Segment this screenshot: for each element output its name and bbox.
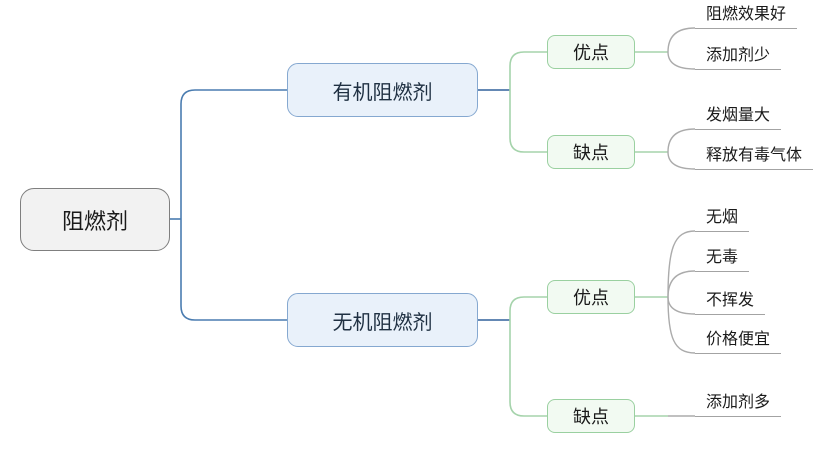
connector-leaf-8 <box>667 296 696 354</box>
leaf-node-good-flame-retardance[interactable]: 阻燃效果好 <box>695 2 798 29</box>
leaf-node-nontoxic[interactable]: 无毒 <box>695 245 750 272</box>
connector-root-branch1 <box>180 89 287 219</box>
branch-node-organic[interactable]: 有机阻燃剂 <box>287 63 478 117</box>
connector-leaf-1 <box>667 27 696 53</box>
subtopic-organic-pros[interactable]: 优点 <box>547 35 635 69</box>
connector-leaf-7 <box>667 296 696 315</box>
connector-branch1-pros <box>509 51 547 90</box>
leaf-node-many-additives[interactable]: 添加剂多 <box>695 390 782 417</box>
connector-branch2-cons <box>509 320 547 417</box>
root-topic-node[interactable]: 阻燃剂 <box>20 188 170 251</box>
connector-root-branch2 <box>180 219 287 321</box>
connector-leaf-4 <box>667 151 696 170</box>
branch-sub-connectors <box>509 51 668 417</box>
subtopic-inorganic-pros[interactable]: 优点 <box>547 280 635 314</box>
branch-node-inorganic[interactable]: 无机阻燃剂 <box>287 293 478 347</box>
branch-stub-connectors <box>478 89 510 321</box>
connector-leaf-3 <box>667 128 696 153</box>
leaf-connectors <box>667 27 696 417</box>
connector-branch2-pros <box>509 296 547 320</box>
connector-leaf-6 <box>667 270 696 298</box>
leaf-node-heavy-smoke[interactable]: 发烟量大 <box>695 103 782 130</box>
leaf-node-few-additives[interactable]: 添加剂少 <box>695 43 782 70</box>
subtopic-inorganic-cons[interactable]: 缺点 <box>547 399 635 433</box>
subtopic-organic-cons[interactable]: 缺点 <box>547 135 635 169</box>
leaf-node-nonvolatile[interactable]: 不挥发 <box>695 288 766 315</box>
root-branch-connectors <box>170 89 287 321</box>
leaf-node-cheap[interactable]: 价格便宜 <box>695 327 782 354</box>
connector-leaf-5 <box>667 230 696 298</box>
leaf-node-toxic-gas[interactable]: 释放有毒气体 <box>695 143 814 170</box>
connector-branch1-cons <box>509 90 547 153</box>
connector-leaf-2 <box>667 51 696 70</box>
leaf-node-smokeless[interactable]: 无烟 <box>695 205 750 232</box>
